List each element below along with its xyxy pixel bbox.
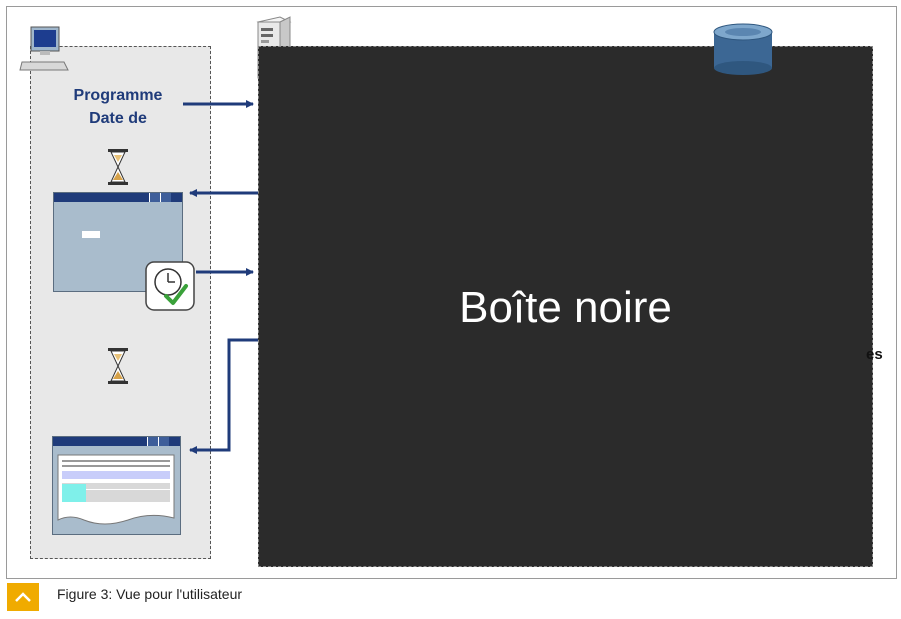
window-title-bar — [53, 437, 180, 446]
program-label: Programme Date de — [40, 84, 196, 130]
black-box — [258, 46, 873, 567]
caption-bar — [6, 578, 897, 613]
chevron-up-icon[interactable] — [7, 583, 39, 611]
program-label-text: Programme Date de — [73, 87, 163, 127]
input-field — [82, 231, 100, 238]
report-window — [52, 436, 181, 535]
figure-caption: Figure 3: Vue pour l'utilisateur — [57, 586, 243, 602]
black-box-label: Boîte noire — [459, 283, 672, 332]
selection-screen-window — [53, 192, 183, 292]
window-title-bar — [54, 193, 182, 202]
partial-label: es — [866, 346, 883, 363]
